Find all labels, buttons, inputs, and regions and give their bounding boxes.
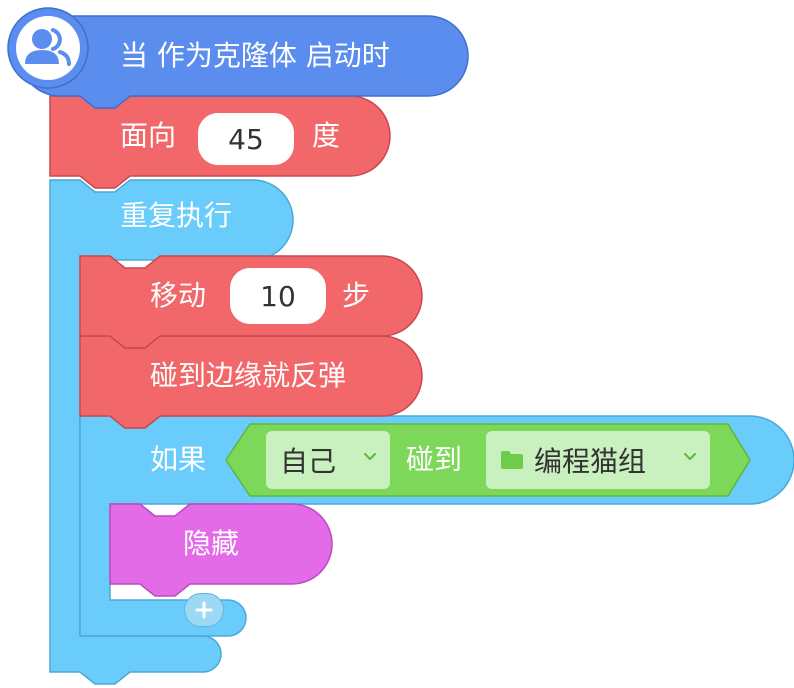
hide-block-shape[interactable] [109,503,333,597]
hat-label: 当 作为克隆体 启动时 [120,39,390,72]
point-direction-suffix: 度 [312,119,341,152]
chevron-down-icon [684,453,696,460]
point-direction-prefix: 面向 [120,119,177,152]
touch-label: 碰到 [406,443,463,476]
subject-dropdown[interactable]: 自己 [266,431,390,489]
clone-users-icon [25,28,71,66]
repeat-label: 重复执行 [120,199,233,232]
plus-icon [195,601,213,619]
hide-label: 隐藏 [183,527,240,560]
direction-input[interactable]: 45 [198,113,294,165]
target-dropdown-value: 编程猫组 [534,445,647,478]
subject-dropdown-value: 自己 [280,445,337,478]
folder-icon [501,451,523,469]
add-block-button[interactable] [184,593,224,627]
bounce-label: 碰到边缘就反弹 [150,359,347,392]
move-suffix: 步 [342,279,371,312]
if-label: 如果 [150,443,207,476]
chevron-down-icon [364,453,376,460]
target-dropdown[interactable]: 编程猫组 [486,431,710,489]
steps-input[interactable]: 10 [230,268,326,324]
move-prefix: 移动 [150,279,207,312]
